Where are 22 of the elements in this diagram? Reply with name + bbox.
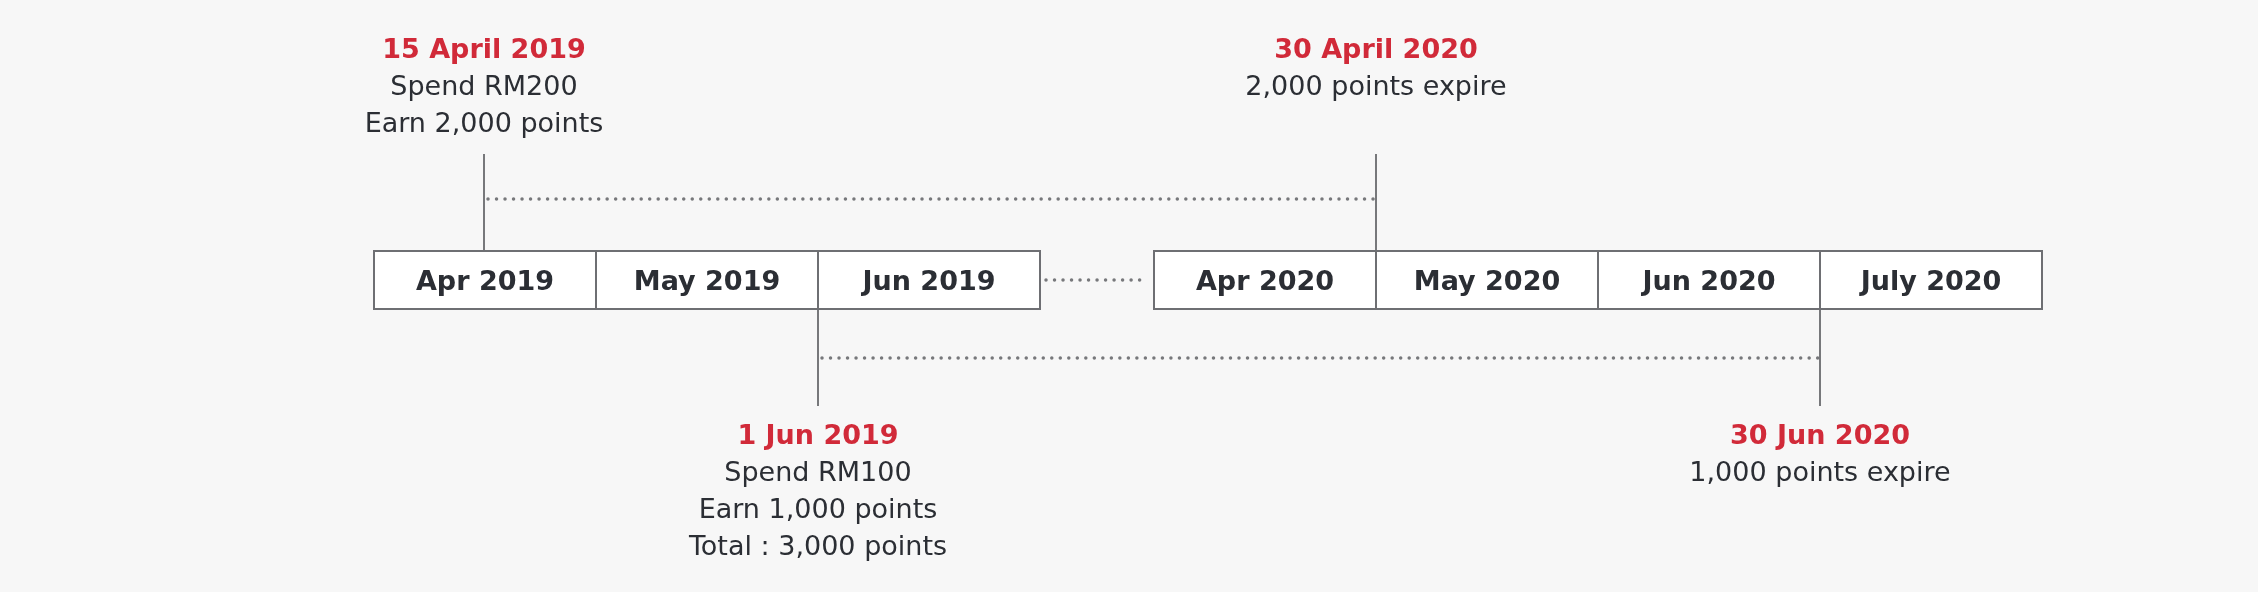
event-text: Earn 2,000 points: [364, 106, 604, 140]
leader-line: [483, 153, 485, 251]
event-text: Total : 3,000 points: [688, 529, 948, 563]
leader-line: [817, 309, 819, 407]
event-text: Spend RM200: [390, 69, 578, 103]
date-heading: 30 April 2020: [1274, 32, 1478, 66]
date-heading: 30 Jun 2020: [1730, 418, 1910, 452]
month-cell: July 2020: [1819, 250, 2043, 310]
event-text: 2,000 points expire: [1245, 69, 1507, 103]
month-cell: May 2019: [595, 250, 819, 310]
month-cell: Jun 2019: [817, 250, 1041, 310]
month-cell: Apr 2020: [1153, 250, 1377, 310]
date-heading: 15 April 2019: [382, 32, 586, 66]
event-text: Spend RM100: [724, 455, 912, 489]
event-text: Earn 1,000 points: [698, 492, 938, 526]
leader-line: [1375, 153, 1377, 251]
leader-line: [1819, 309, 1821, 407]
event-text: 1,000 points expire: [1689, 455, 1951, 489]
date-heading: 1 Jun 2019: [737, 418, 899, 452]
month-cell: May 2020: [1375, 250, 1599, 310]
month-cell: Jun 2020: [1597, 250, 1821, 310]
month-cell: Apr 2019: [373, 250, 597, 310]
